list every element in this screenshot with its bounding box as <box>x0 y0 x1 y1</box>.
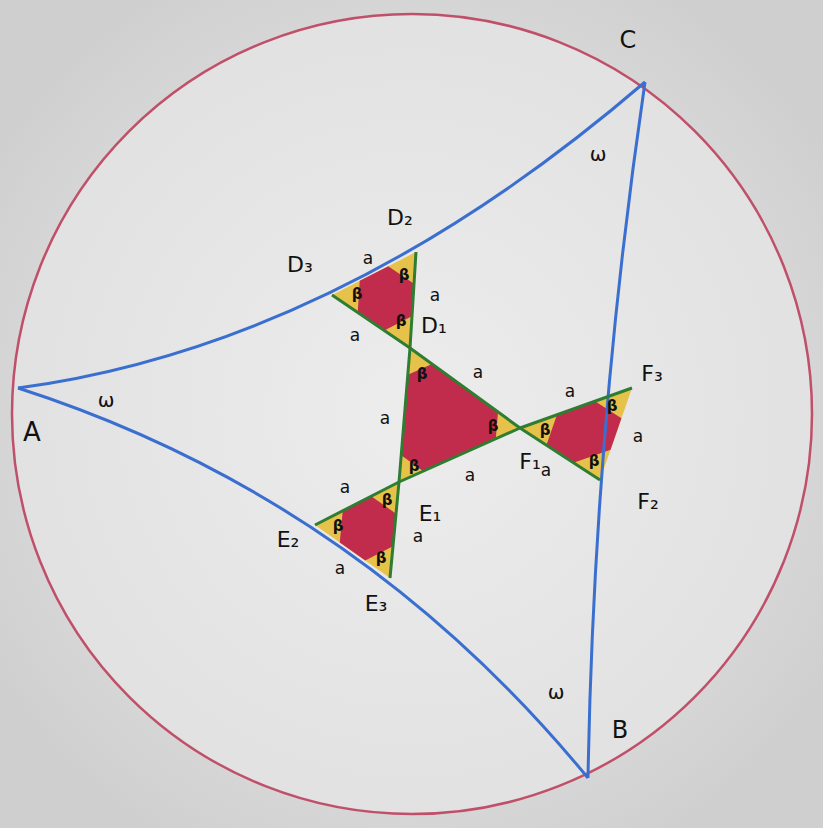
angle-label: β <box>399 268 410 283</box>
angle-label: β <box>417 367 428 382</box>
angle-label: β <box>333 519 344 534</box>
vertex-label: B <box>612 718 628 742</box>
vertex-label: F₂ <box>637 491 658 513</box>
side-label: a <box>633 428 643 445</box>
triangle-fill <box>315 482 399 578</box>
angle-label: β <box>409 459 420 474</box>
geodesic-ac <box>18 82 645 388</box>
disk-boundary <box>12 14 812 814</box>
side-label: a <box>473 364 483 381</box>
vertex-label: A <box>23 419 41 445</box>
vertex-label: F₃ <box>641 363 662 385</box>
side-label: a <box>565 383 575 400</box>
green-geodesic <box>390 252 416 578</box>
green-geodesic <box>315 388 632 525</box>
triangles <box>315 252 632 578</box>
side-label: a <box>413 528 423 545</box>
geodesic-ba <box>18 388 588 778</box>
angle-label: β <box>607 399 618 414</box>
angle-label: ω <box>98 390 115 410</box>
vertex-label: D₁ <box>421 315 447 337</box>
angle-label: β <box>382 493 393 508</box>
side-label: a <box>541 462 551 479</box>
side-label: a <box>340 479 350 496</box>
side-label: a <box>350 327 360 344</box>
side-label: a <box>380 410 390 427</box>
side-label: a <box>465 467 475 484</box>
angle-label: β <box>589 454 600 469</box>
angle-label: ω <box>548 682 565 702</box>
vertex-label: E₂ <box>277 529 300 551</box>
angle-label: β <box>540 423 551 438</box>
angle-label: β <box>488 419 499 434</box>
geodesic-cb <box>588 82 645 778</box>
angle-label: β <box>352 287 363 302</box>
vertex-label: E₁ <box>419 503 442 525</box>
vertex-label: F₁ <box>519 451 540 473</box>
angle-label: β <box>376 551 387 566</box>
angle-label: β <box>396 314 407 329</box>
side-label: a <box>335 560 345 577</box>
vertex-label: C <box>620 28 637 52</box>
triangle-fill <box>332 252 416 348</box>
angle-label: ω <box>590 144 607 164</box>
vertex-label: D₃ <box>287 254 313 276</box>
side-label: a <box>430 287 440 304</box>
side-label: a <box>363 250 373 267</box>
vertex-label: D₂ <box>387 207 413 229</box>
green-lines <box>315 252 632 578</box>
triangle-core <box>401 364 498 471</box>
vertex-label: E₃ <box>365 593 388 615</box>
triangle-fill <box>520 388 632 480</box>
